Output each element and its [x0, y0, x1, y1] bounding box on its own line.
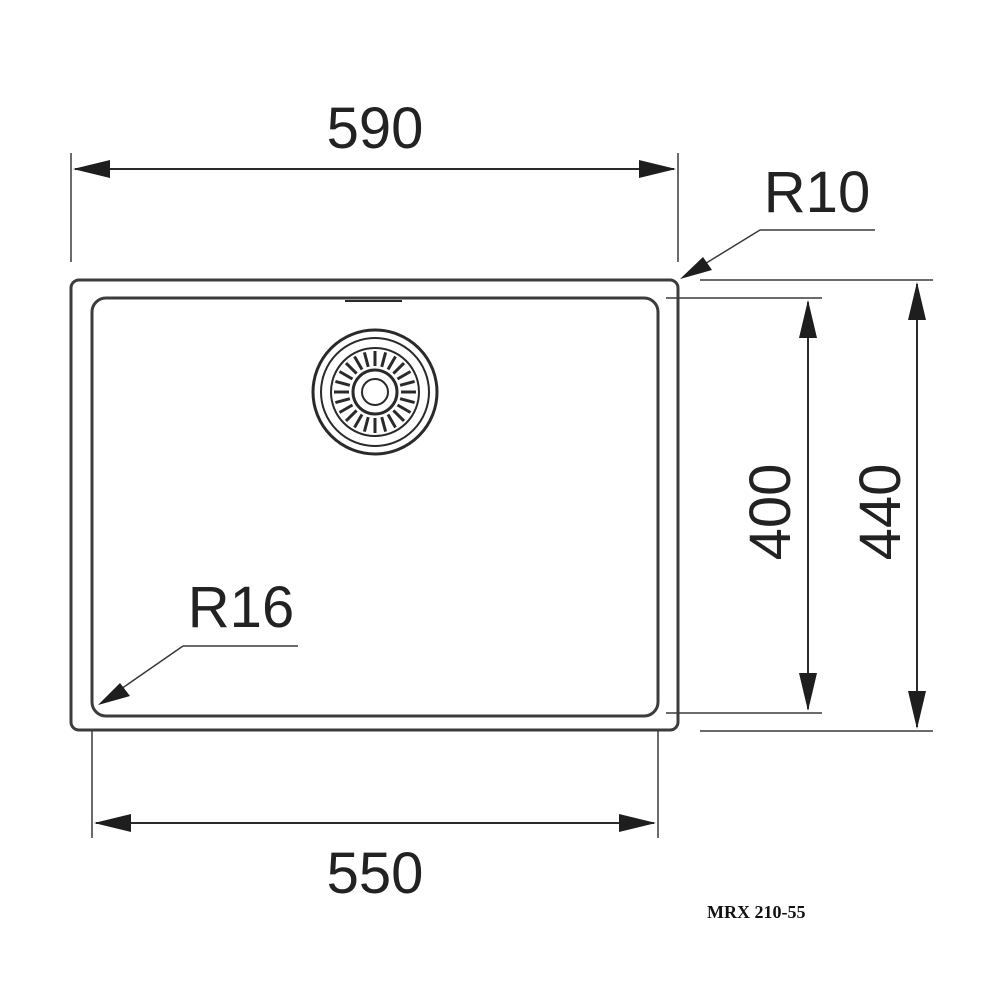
- drain-slot: [338, 370, 354, 381]
- drain-slot: [386, 355, 397, 371]
- overall-depth-label: 440: [848, 464, 913, 561]
- drain-slot: [386, 413, 397, 429]
- inner-bowl: [90, 296, 660, 718]
- drain-slot: [344, 361, 358, 375]
- arrow-left-icon: [73, 160, 110, 178]
- drain-slot: [392, 361, 406, 375]
- drain-slot: [380, 352, 388, 368]
- radius-outer-callout: R10: [680, 160, 875, 279]
- drain-slot: [353, 413, 364, 429]
- arrow-up-icon: [799, 300, 817, 338]
- arrow-diagonal-icon: [680, 257, 712, 279]
- drain-slot: [335, 379, 351, 387]
- drain-slot: [396, 403, 412, 414]
- drain-slot: [399, 379, 415, 387]
- inner-radius-label: R16: [188, 575, 294, 640]
- overall-width-label: 590: [327, 96, 424, 161]
- arrow-diagonal-icon: [98, 683, 130, 705]
- arrow-down-icon: [799, 673, 817, 711]
- bowl-depth-label: 400: [738, 464, 803, 561]
- outer-rim: [69, 278, 680, 732]
- dimension-bowl-width: 550: [91, 730, 659, 906]
- bowl-width-label: 550: [327, 841, 424, 906]
- arrow-right-icon: [619, 814, 656, 832]
- drain-center-hole: [361, 378, 389, 406]
- radius-inner-callout: R16: [98, 575, 298, 705]
- drain-strainer: [311, 328, 439, 456]
- arrow-left-icon: [94, 814, 131, 832]
- dimension-overall-width: 590: [70, 96, 679, 262]
- drain-slot: [362, 416, 370, 432]
- drain-slot: [396, 370, 412, 381]
- drain-slots: [334, 351, 416, 433]
- drain-slot: [362, 352, 370, 368]
- drain-basket-ring: [330, 347, 420, 437]
- arrow-right-icon: [639, 160, 676, 178]
- drain-slot: [380, 416, 388, 432]
- drain-slot: [353, 355, 364, 371]
- drain-slot: [344, 409, 358, 423]
- model-label: MRX 210-55: [707, 902, 805, 922]
- outer-radius-label: R10: [764, 160, 870, 225]
- drain-slot: [338, 403, 354, 414]
- dimension-overall-depth: 440: [700, 279, 933, 732]
- drain-outer-ring: [311, 328, 439, 456]
- drain-middle-ring: [320, 337, 430, 447]
- drain-slot: [335, 397, 351, 405]
- arrow-up-icon: [908, 282, 926, 320]
- drain-slot: [399, 397, 415, 405]
- arrow-down-icon: [908, 691, 926, 729]
- drain-slot: [392, 409, 406, 423]
- dimension-bowl-depth: 400: [666, 297, 822, 714]
